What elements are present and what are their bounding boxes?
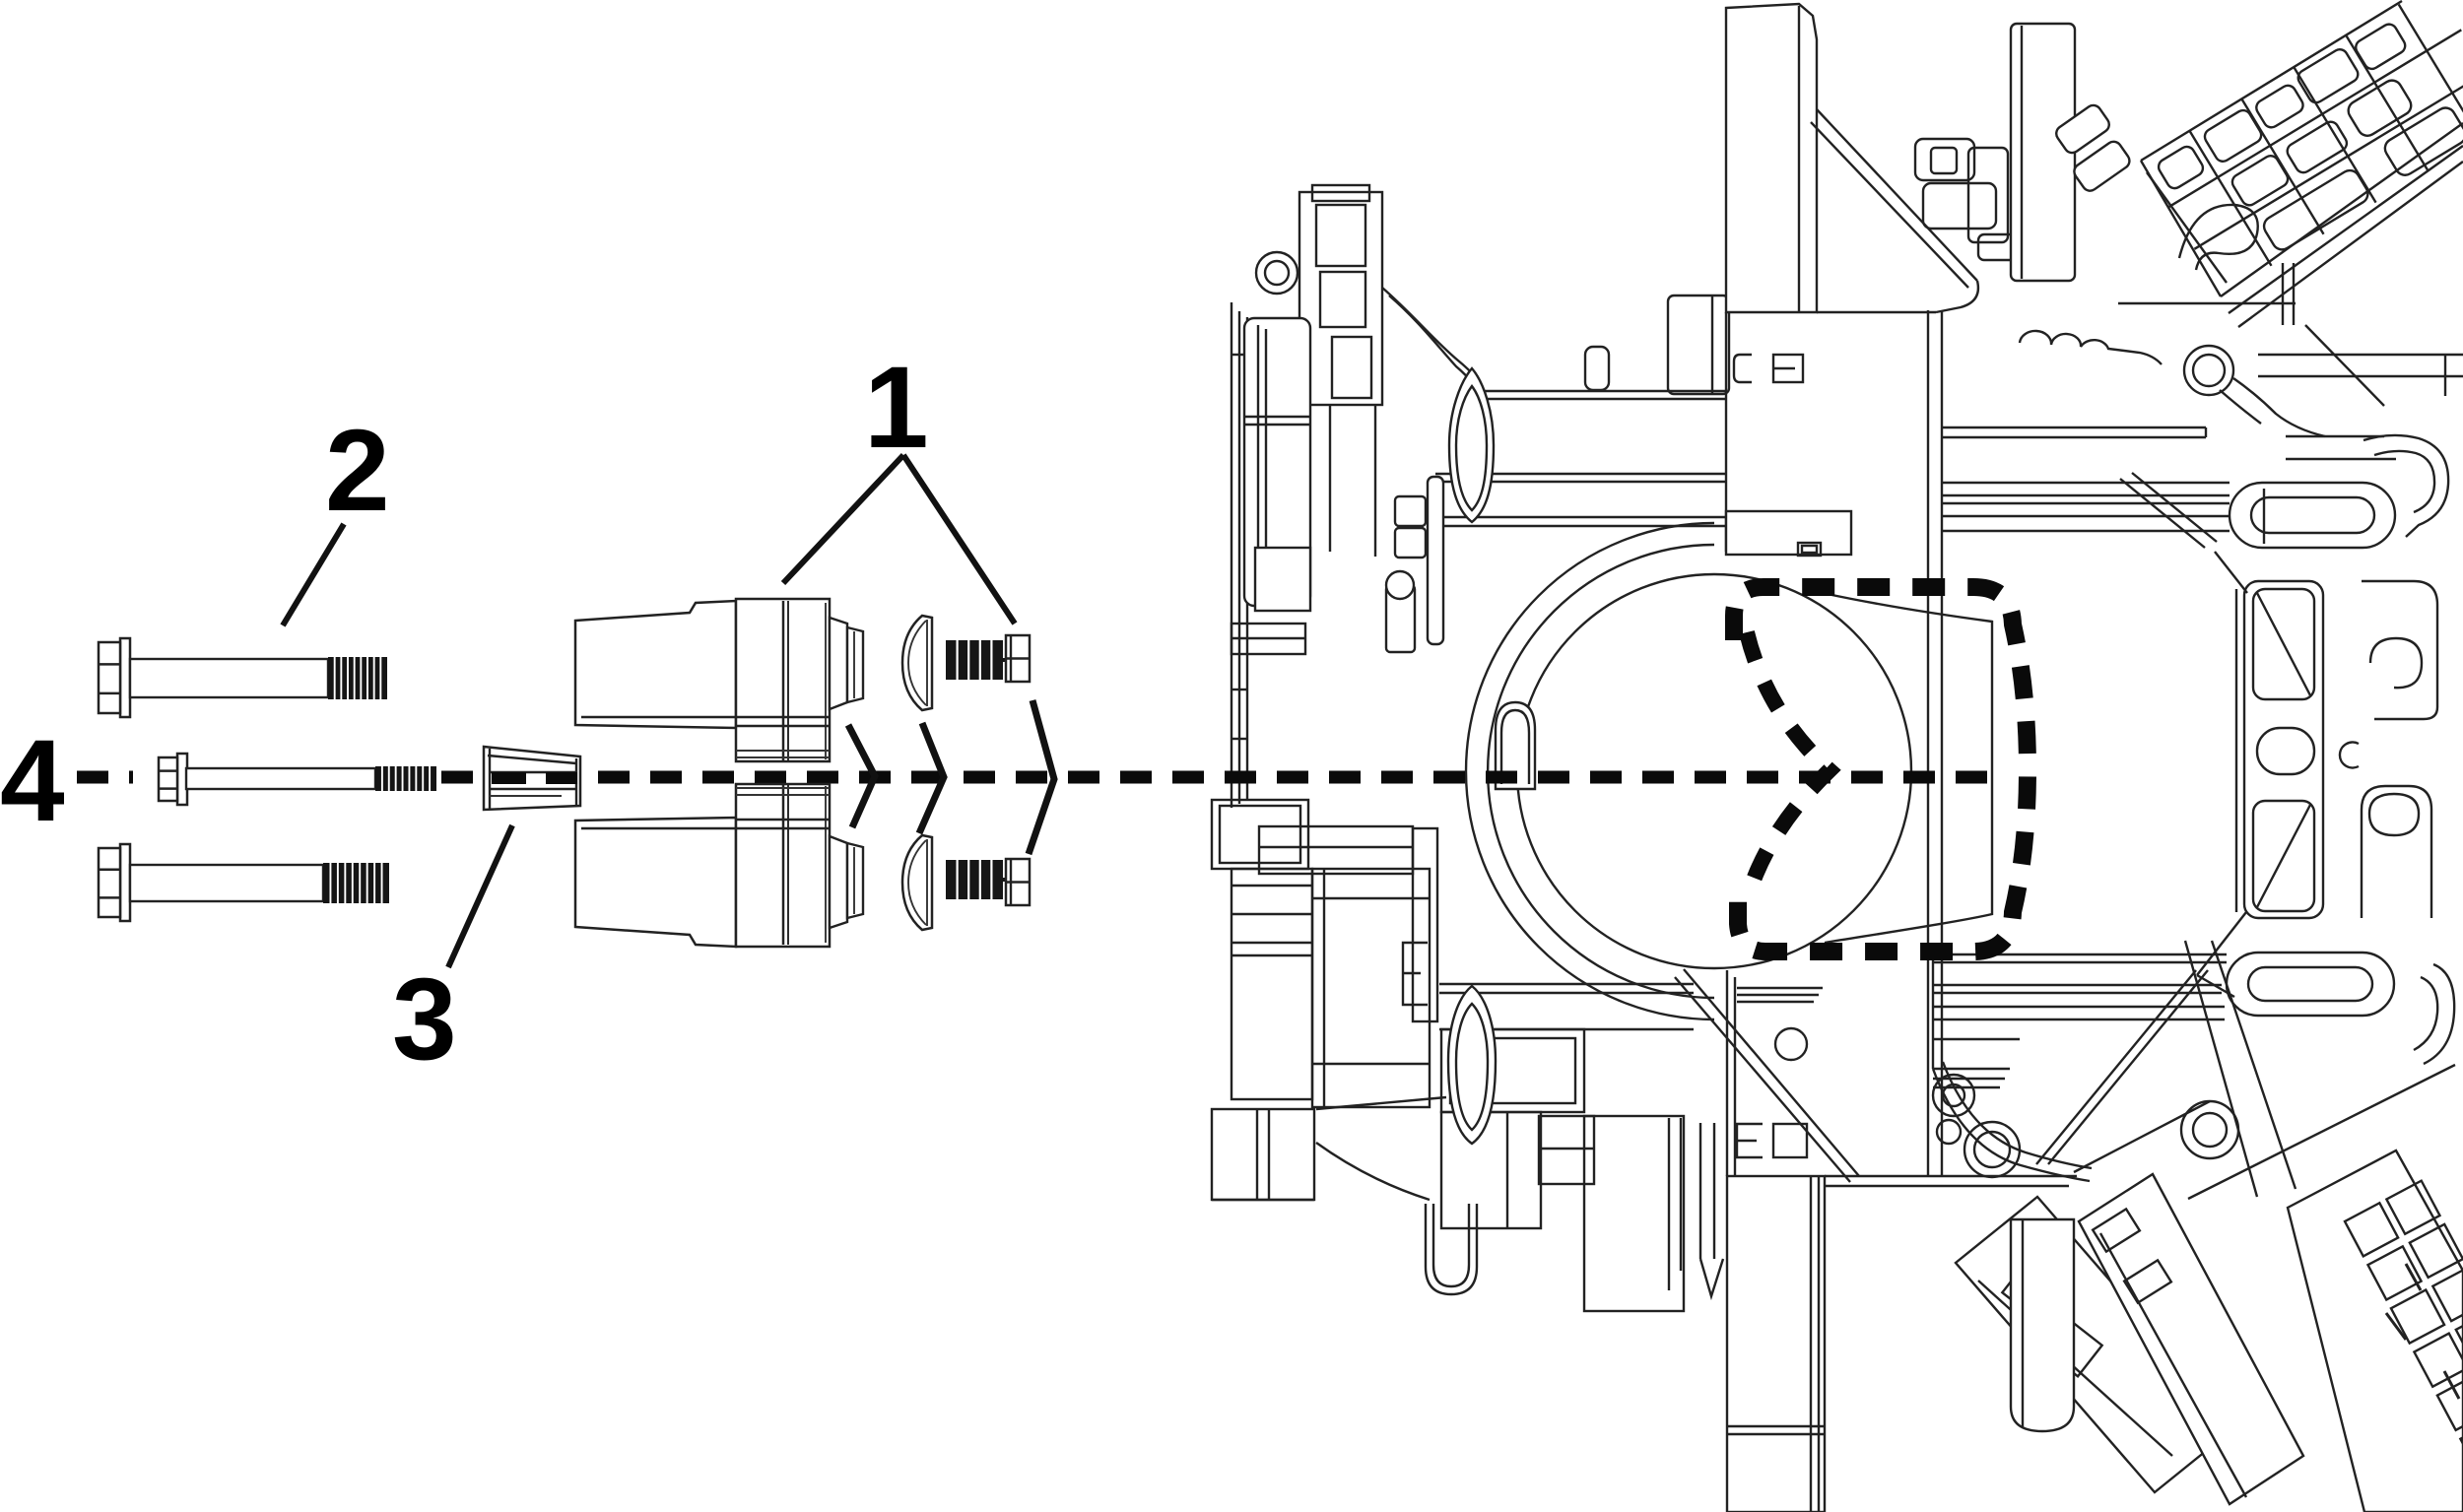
svg-text:1: 1 — [864, 343, 929, 473]
svg-text:3: 3 — [392, 954, 457, 1085]
svg-text:2: 2 — [325, 406, 390, 536]
svg-text:4: 4 — [0, 716, 65, 846]
